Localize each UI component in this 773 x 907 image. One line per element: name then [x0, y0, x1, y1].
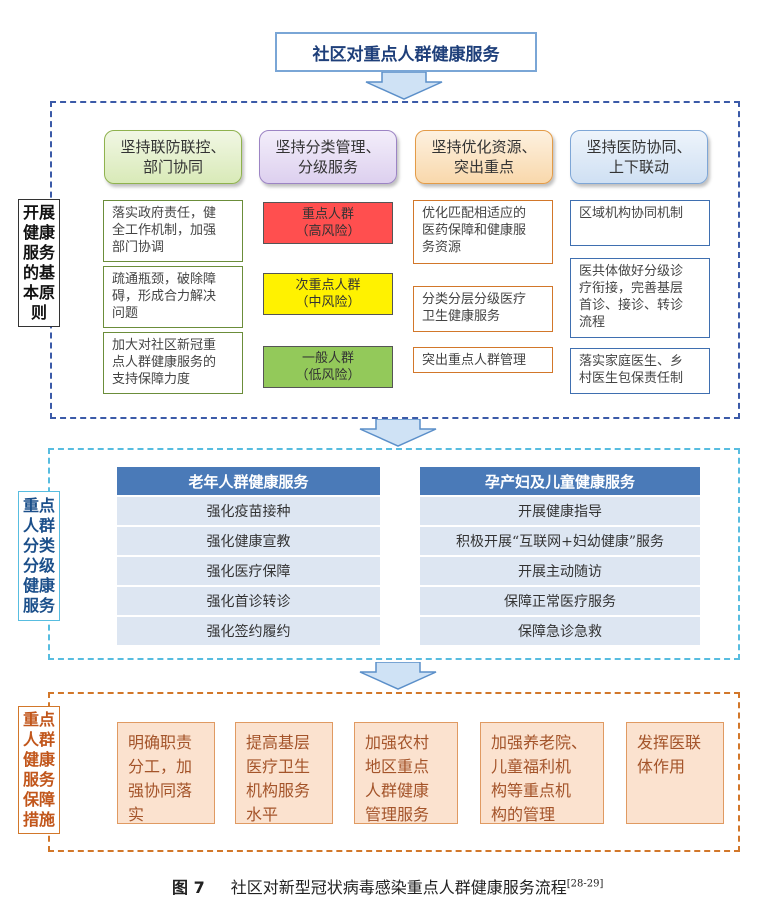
principle-cell: 分类分层分级医疗 卫生健康服务	[413, 286, 553, 332]
measure-card: 发挥医联 体作用	[626, 722, 724, 824]
elderly-service-row: 强化疫苗接种	[117, 495, 380, 525]
principle-cell: 落实政府责任，健 全工作机制，加强 部门协调	[103, 200, 243, 262]
elderly-service-row: 强化健康宣教	[117, 525, 380, 555]
maternal-child-service-row: 开展健康指导	[420, 495, 700, 525]
figure-caption: 图 7 社区对新型冠状病毒感染重点人群健康服务流程[28-29]	[172, 874, 603, 898]
elderly-service-row: 强化首诊转诊	[117, 585, 380, 615]
principle-cell: 医共体做好分级诊 疗衔接，完善基层 首诊、接诊、转诊 流程	[570, 258, 710, 338]
elderly-service-row: 强化签约履约	[117, 615, 380, 645]
maternal-child-service-row: 保障正常医疗服务	[420, 585, 700, 615]
measure-card: 提高基层 医疗卫生 机构服务 水平	[235, 722, 333, 824]
down-arrow-icon	[364, 72, 444, 100]
maternal-child-service-row: 积极开展“互联网+妇幼健康”服务	[420, 525, 700, 555]
classified-services-side-label: 重点 人群 分类 分级 健康 服务	[18, 491, 60, 621]
elderly-service-row: 强化医疗保障	[117, 555, 380, 585]
column-header-classified-management: 坚持分类管理、 分级服务	[259, 130, 397, 184]
measure-card: 加强农村 地区重点 人群健康 管理服务	[354, 722, 458, 824]
measure-card: 明确职责 分工，加 强协同落 实	[117, 722, 215, 824]
column-header-joint-prevention: 坚持联防联控、 部门协同	[104, 130, 242, 184]
maternal-child-service-row: 开展主动随访	[420, 555, 700, 585]
maternal-child-service-row: 保障急诊急救	[420, 615, 700, 645]
down-arrow-icon	[358, 419, 438, 447]
measure-card: 加强养老院、 儿童福利机 构等重点机 构的管理	[480, 722, 604, 824]
diagram-title: 社区对重点人群健康服务	[275, 32, 537, 72]
risk-level-medium: 次重点人群 （中风险）	[263, 273, 393, 315]
principle-cell: 疏通瓶颈，破除障 碍，形成合力解决 问题	[103, 266, 243, 328]
principle-cell: 落实家庭医生、乡 村医生包保责任制	[570, 348, 710, 394]
down-arrow-icon	[358, 662, 438, 690]
risk-level-low: 一般人群 （低风险）	[263, 346, 393, 388]
principles-side-label: 开展 健康 服务 的基 本原 则	[18, 199, 60, 327]
elderly-services-header: 老年人群健康服务	[117, 467, 380, 495]
principle-cell: 区域机构协同机制	[570, 200, 710, 246]
column-header-optimize-resources: 坚持优化资源、 突出重点	[415, 130, 553, 184]
caption-text: 社区对新型冠状病毒感染重点人群健康服务流程	[230, 878, 567, 897]
figure-label: 图 7	[172, 878, 205, 897]
column-header-medical-prevention: 坚持医防协同、 上下联动	[570, 130, 708, 184]
risk-level-high: 重点人群 （高风险）	[263, 202, 393, 244]
principle-cell: 突出重点人群管理	[413, 347, 553, 373]
maternal-child-services-header: 孕产妇及儿童健康服务	[420, 467, 700, 495]
principle-cell: 优化匹配相适应的 医药保障和健康服 务资源	[413, 200, 553, 264]
caption-reference: [28-29]	[566, 878, 604, 890]
principle-cell: 加大对社区新冠重 点人群健康服务的 支持保障力度	[103, 332, 243, 394]
guarantee-measures-side-label: 重点 人群 健康 服务 保障 措施	[18, 706, 60, 834]
